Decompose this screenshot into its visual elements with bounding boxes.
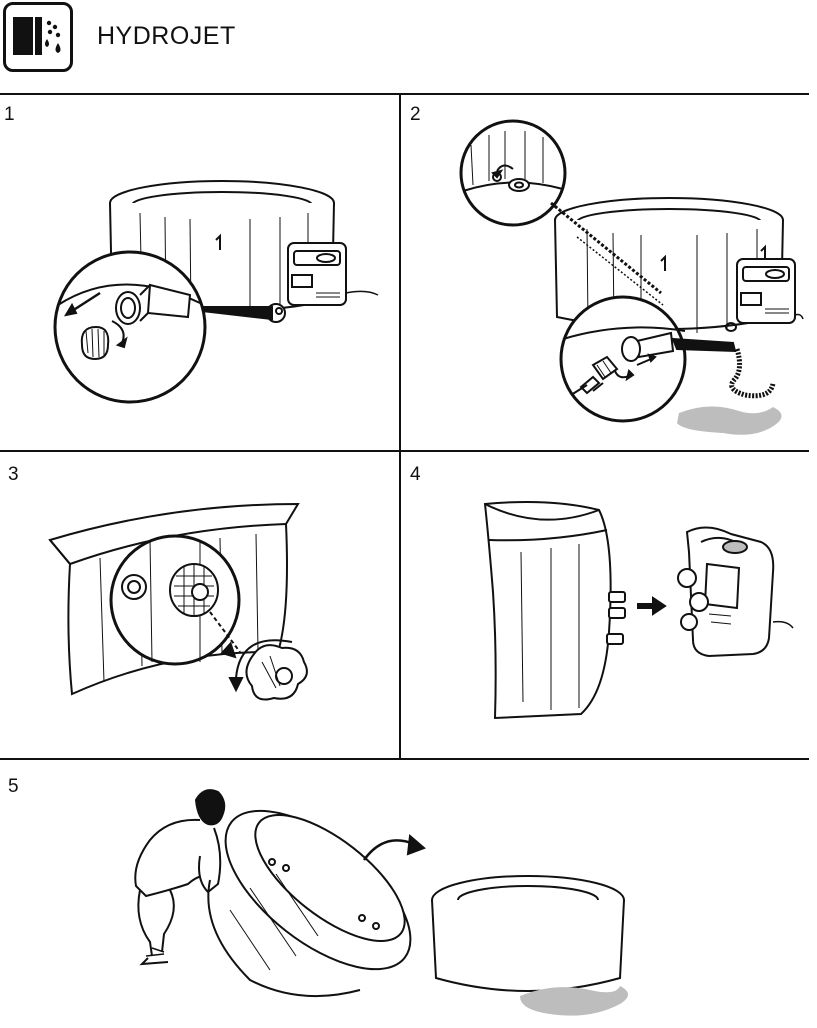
hydrojet-icon — [3, 2, 73, 72]
page-title: HYDROJET — [97, 22, 236, 51]
illustration-step-2 — [401, 95, 809, 449]
header: HYDROJET — [0, 0, 817, 92]
illustration-step-1 — [0, 95, 398, 449]
illustration-step-4 — [401, 452, 809, 757]
illustration-step-3 — [0, 452, 398, 757]
illustration-step-5 — [0, 760, 809, 1026]
